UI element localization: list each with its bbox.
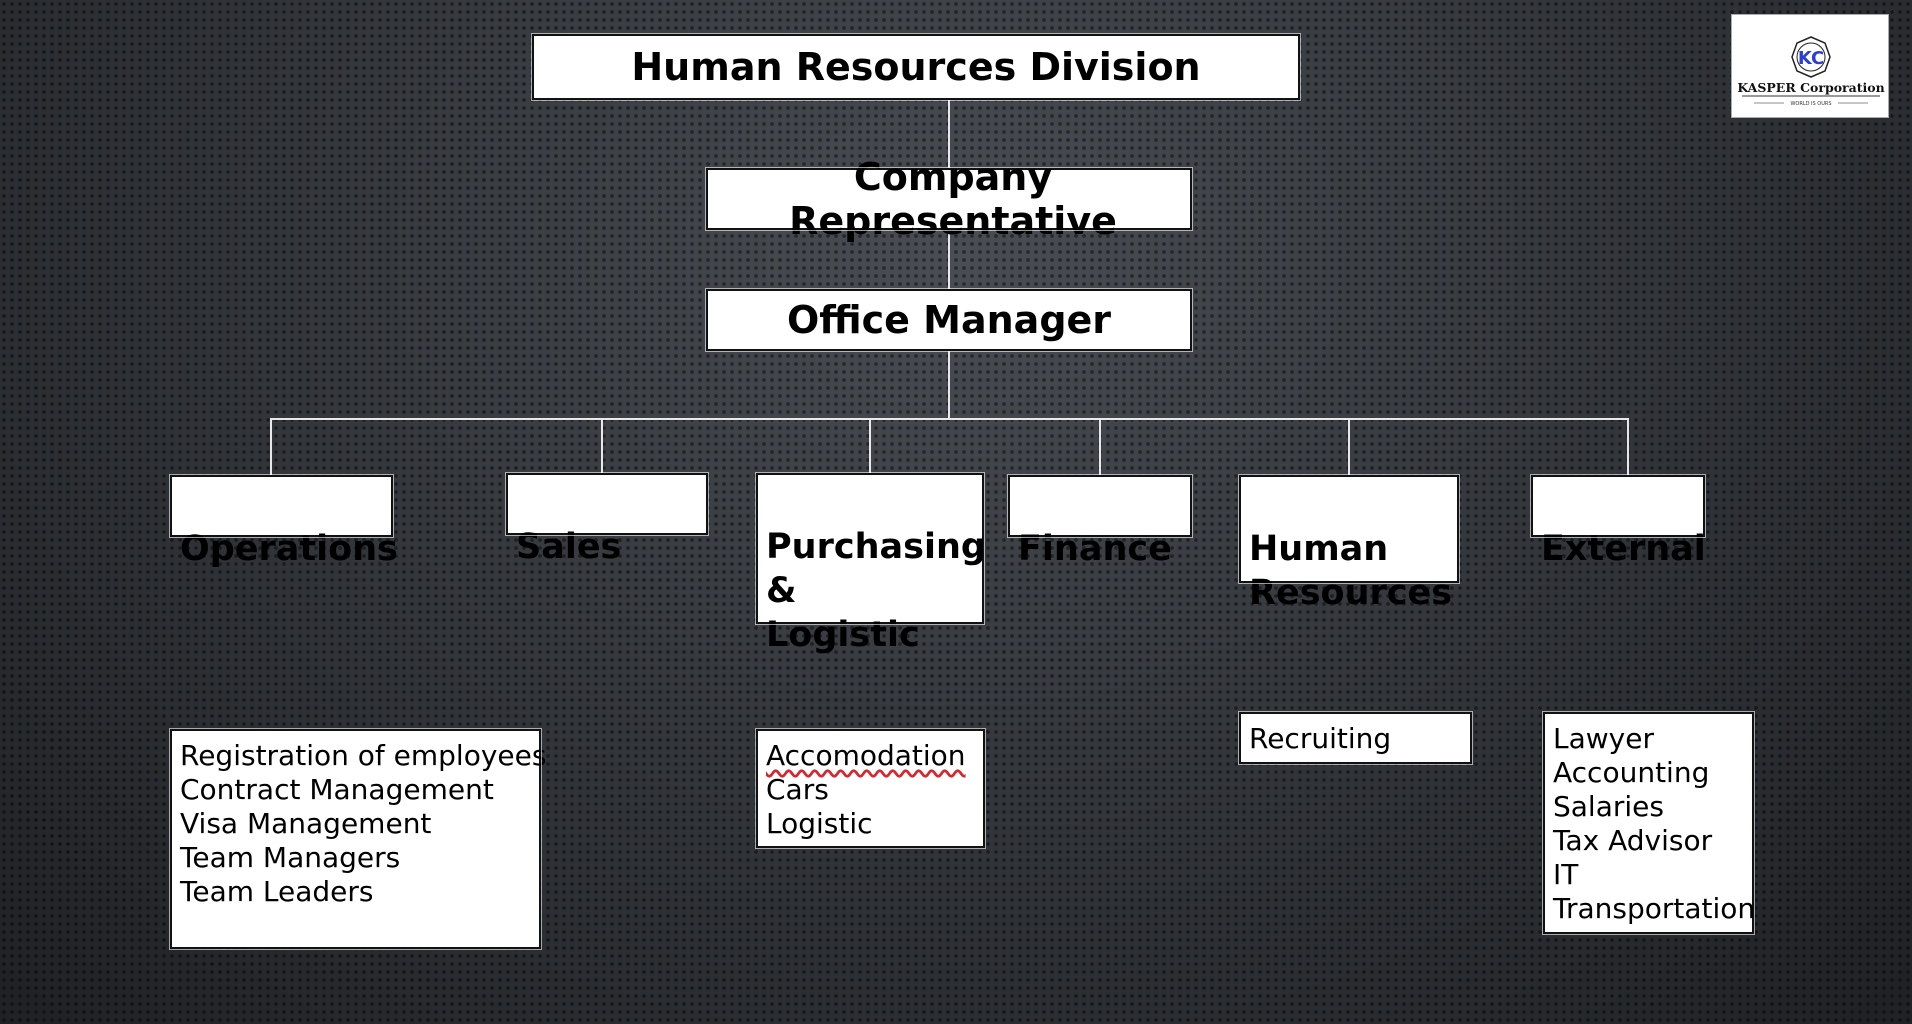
connector-drop-purchasing <box>869 418 871 473</box>
division-title-box: Human Resources Division <box>531 33 1301 101</box>
connector-drop-external <box>1627 418 1629 475</box>
logo-tagline: WORLD IS OURS <box>1790 101 1831 107</box>
dept-external: External <box>1530 474 1706 569</box>
list-item: Accounting <box>1553 756 1710 789</box>
dept-purchasing: Purchasing & Logistic <box>755 472 986 655</box>
company-logo: KC KASPER Corporation WORLD IS OURS <box>1731 14 1889 118</box>
kc-monogram-icon: KC KASPER Corporation WORLD IS OURS <box>1737 36 1885 107</box>
list-item: Team Leaders <box>180 875 374 908</box>
connector-drop-finance <box>1099 418 1101 475</box>
list-item: Tax Advisor <box>1553 824 1713 857</box>
dept-human-resources: Human Resources <box>1238 474 1460 613</box>
list-item: Team Managers <box>180 841 401 874</box>
list-item: Registration of employees <box>180 739 547 772</box>
manager-label: Office Manager <box>786 298 1112 342</box>
list-item: Logistic <box>766 807 873 840</box>
connector-drop-hr <box>1348 418 1350 475</box>
operations-list: Registration of employees Contract Manag… <box>169 728 547 950</box>
manager-box: Office Manager <box>705 288 1193 352</box>
hr-list: Recruiting <box>1238 711 1473 765</box>
dept-sales-label: Sales <box>516 527 622 567</box>
division-title: Human Resources Division <box>631 45 1201 89</box>
dept-operations: Operations <box>169 474 398 569</box>
logo-name: KASPER Corporation <box>1737 80 1884 95</box>
representative-label: Company Representative <box>789 155 1117 243</box>
logo-monogram: KC <box>1798 48 1824 69</box>
list-item: Recruiting <box>1249 722 1392 755</box>
list-item: Visa Management <box>180 807 432 840</box>
dept-sales: Sales <box>505 472 709 567</box>
dept-purchasing-label: Purchasing & Logistic <box>766 527 986 655</box>
connector-rep-to-manager <box>948 230 950 290</box>
external-list: Lawyer Accounting Salaries Tax Advisor I… <box>1542 711 1756 935</box>
dept-finance-label: Finance <box>1018 529 1172 569</box>
dept-finance: Finance <box>1007 474 1193 569</box>
purchasing-list: Accomodation Cars Logistic <box>755 728 986 849</box>
connector-bus <box>270 418 1629 420</box>
list-item: Cars <box>766 773 829 806</box>
list-item: Transportation <box>1553 892 1756 925</box>
representative-box: Company Representative <box>705 155 1193 243</box>
dept-operations-label: Operations <box>180 529 398 569</box>
list-item: IT <box>1553 858 1579 891</box>
dept-external-label: External <box>1541 529 1706 569</box>
list-item: Salaries <box>1553 790 1664 823</box>
connector-manager-to-bus <box>948 350 950 420</box>
list-item: Lawyer <box>1553 722 1654 755</box>
list-item: Contract Management <box>180 773 494 806</box>
list-item: Accomodation <box>766 739 966 772</box>
connector-top-to-rep <box>948 100 950 170</box>
connector-drop-operations <box>270 418 272 475</box>
dept-human-resources-label: Human Resources <box>1249 529 1453 613</box>
connector-drop-sales <box>601 418 603 473</box>
